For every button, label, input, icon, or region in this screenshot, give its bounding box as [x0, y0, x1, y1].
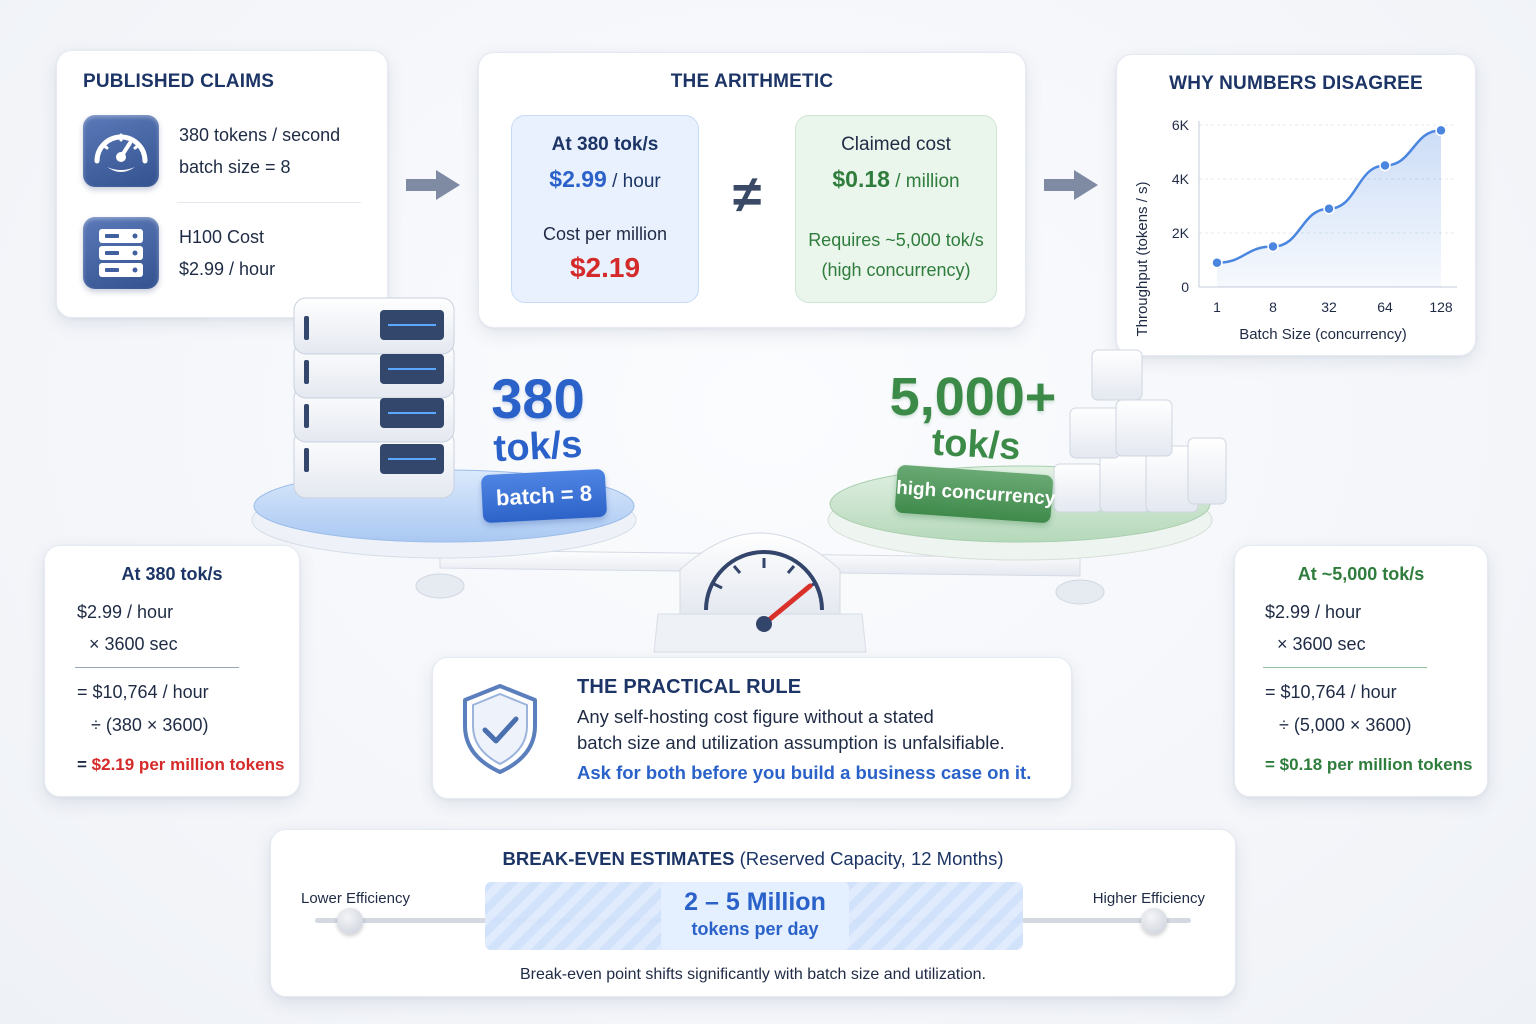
right-calc-line-2: × 3600 sec: [1277, 634, 1366, 654]
claim-batch-size: batch size = 8: [179, 157, 291, 177]
left-calc-divider: [75, 667, 239, 668]
break-even-title-detail: (Reserved Capacity, 12 Months): [739, 848, 1004, 869]
arithmetic-left-price-row: $2.99 / hour: [512, 166, 698, 193]
lower-efficiency-label: Lower Efficiency: [301, 890, 410, 907]
left-calc-line-4: ÷ (380 × 3600): [91, 715, 209, 735]
chart-data-point: [1211, 256, 1223, 269]
practical-rule-card: THE PRACTICAL RULE Any self-hosting cost…: [432, 657, 1072, 799]
right-calc-line-4: ÷ (5,000 × 3600): [1279, 715, 1412, 735]
arithmetic-right-price-row: $0.18 / million: [796, 166, 996, 193]
left-calc-title: At 380 tok/s: [121, 564, 223, 584]
left-calc-equals: =: [77, 755, 87, 774]
left-calc-line-2: × 3600 sec: [89, 634, 178, 654]
right-calc-result-value: $0.18 per million tokens: [1279, 755, 1473, 774]
left-calc-line-3: = $10,764 / hour: [77, 682, 209, 702]
chart-x-tick-label: 1: [1213, 299, 1221, 315]
higher-efficiency-label: Higher Efficiency: [1092, 890, 1205, 907]
claim-gpu-name: H100 Cost: [179, 227, 265, 247]
chart-data-point: [1379, 159, 1391, 172]
balance-scale-illustration: [251, 297, 1227, 653]
arithmetic-right-price: $0.18: [832, 166, 890, 192]
throughput-chart: 1 8 32 64 128 0 2K 4K 6K Throughput (tokens / s…: [1134, 117, 1457, 343]
claim-throughput: 380 tokens / second: [179, 125, 341, 145]
published-claims-card: PUBLISHED CLAIMS 380 tokens / second bat…: [56, 50, 388, 318]
right-throughput-unit: tok/s: [930, 421, 1022, 469]
arithmetic-left-label: At 380 tok/s: [551, 134, 659, 155]
right-calc-line-3: = $10,764 / hour: [1265, 682, 1397, 702]
right-calc-equals: =: [1265, 755, 1275, 774]
arithmetic-right-box: Claimed cost $0.18 / million Requires ~5…: [795, 115, 997, 303]
shield-check-icon: [455, 678, 545, 783]
arithmetic-right-price-unit: / million: [895, 171, 960, 192]
lower-efficiency-slider-handle[interactable]: [337, 908, 363, 934]
left-throughput-value: 380: [491, 367, 585, 430]
right-throughput-value: 5,000+: [889, 367, 1057, 427]
right-calc-line-1: $2.99 / hour: [1265, 602, 1362, 622]
practical-rule-title: THE PRACTICAL RULE: [577, 676, 802, 698]
higher-efficiency-slider-handle[interactable]: [1141, 908, 1167, 934]
arithmetic-right-requirement: Requires ~5,000 tok/s: [808, 230, 984, 250]
right-calc-result: = $0.18 per million tokens: [1265, 755, 1472, 775]
chart-x-tick-label: 128: [1429, 299, 1453, 315]
chart-y-tick-label: 4K: [1172, 171, 1190, 187]
arithmetic-left-cost-value: $2.19: [569, 252, 641, 283]
left-calc-result-value: $2.19 per million tokens: [91, 755, 285, 774]
practical-rule-callout: Ask for both before you build a business…: [577, 762, 1032, 783]
left-calc-line-1: $2.99 / hour: [77, 602, 174, 622]
claim-gpu-cost: $2.99 / hour: [179, 259, 276, 279]
left-throughput-unit: tok/s: [492, 423, 584, 471]
chart-x-tick-label: 64: [1377, 299, 1393, 315]
arithmetic-right-label: Claimed cost: [841, 134, 951, 155]
break-even-range-value: 2 – 5 Million: [684, 888, 826, 916]
arithmetic-left-box: At 380 tok/s $2.99 / hour Cost per milli…: [511, 115, 699, 303]
left-calc-result: = $2.19 per million tokens: [77, 755, 284, 775]
server-icon: [83, 217, 159, 289]
arithmetic-title: THE ARITHMETIC: [670, 71, 834, 92]
chart-y-tick-label: 2K: [1172, 225, 1190, 241]
not-equal-icon: ≠: [732, 166, 762, 224]
chart-y-axis-label: Throughput (tokens / s): [1134, 181, 1151, 336]
break-even-range-label: 2 – 5 Million tokens per day: [661, 882, 849, 950]
arithmetic-right-requirement-note: (high concurrency): [821, 260, 971, 280]
chart-data-point: [1323, 202, 1335, 215]
speedometer-icon: [83, 115, 159, 187]
chart-data-point: [1267, 240, 1279, 253]
practical-rule-line-1: Any self-hosting cost figure without a s…: [577, 706, 934, 727]
batch-size-badge: batch = 8: [480, 468, 608, 524]
cube-stack-icon: [1053, 349, 1227, 513]
why-numbers-disagree-card: WHY NUMBERS DISAGREE 1 8 32 64 128 0 2K 4K 6K T…: [1116, 54, 1476, 356]
chart-x-axis-label: Batch Size (concurrency): [1239, 326, 1407, 343]
arithmetic-left-price-unit: / hour: [612, 171, 661, 192]
chart-title: WHY NUMBERS DISAGREE: [1169, 73, 1423, 94]
arithmetic-left-cost-label: Cost per million: [542, 224, 668, 244]
chart-y-tick-label: 0: [1181, 279, 1189, 295]
chart-data-point: [1435, 124, 1447, 137]
chart-x-tick-label: 32: [1321, 299, 1337, 315]
break-even-range-unit: tokens per day: [691, 919, 819, 939]
claims-divider: [177, 202, 361, 203]
practical-rule-line-2: batch size and utilization assumption is…: [577, 732, 1005, 753]
break-even-title-main: BREAK-EVEN ESTIMATES: [502, 848, 735, 869]
right-calculation-card: At ~5,000 tok/s $2.99 / hour × 3600 sec …: [1234, 545, 1488, 797]
chart-y-tick-label: 6K: [1172, 117, 1190, 133]
arithmetic-left-price: $2.99: [549, 166, 607, 192]
arrow-right-icon: [1042, 168, 1100, 207]
published-claims-title: PUBLISHED CLAIMS: [83, 71, 275, 92]
right-calc-title: At ~5,000 tok/s: [1297, 564, 1425, 584]
server-stack-icon: [293, 297, 455, 499]
arithmetic-card: THE ARITHMETIC At 380 tok/s $2.99 / hour…: [478, 52, 1026, 328]
break-even-note: Break-even point shifts significantly wi…: [519, 966, 986, 983]
break-even-card: BREAK-EVEN ESTIMATES (Reserved Capacity,…: [270, 829, 1236, 997]
break-even-title: BREAK-EVEN ESTIMATES (Reserved Capacity,…: [271, 848, 1235, 870]
right-calc-divider: [1263, 667, 1427, 668]
left-calculation-card: At 380 tok/s $2.99 / hour × 3600 sec = $…: [44, 545, 300, 797]
chart-x-tick-label: 8: [1269, 299, 1277, 315]
arrow-right-icon: [404, 168, 462, 207]
